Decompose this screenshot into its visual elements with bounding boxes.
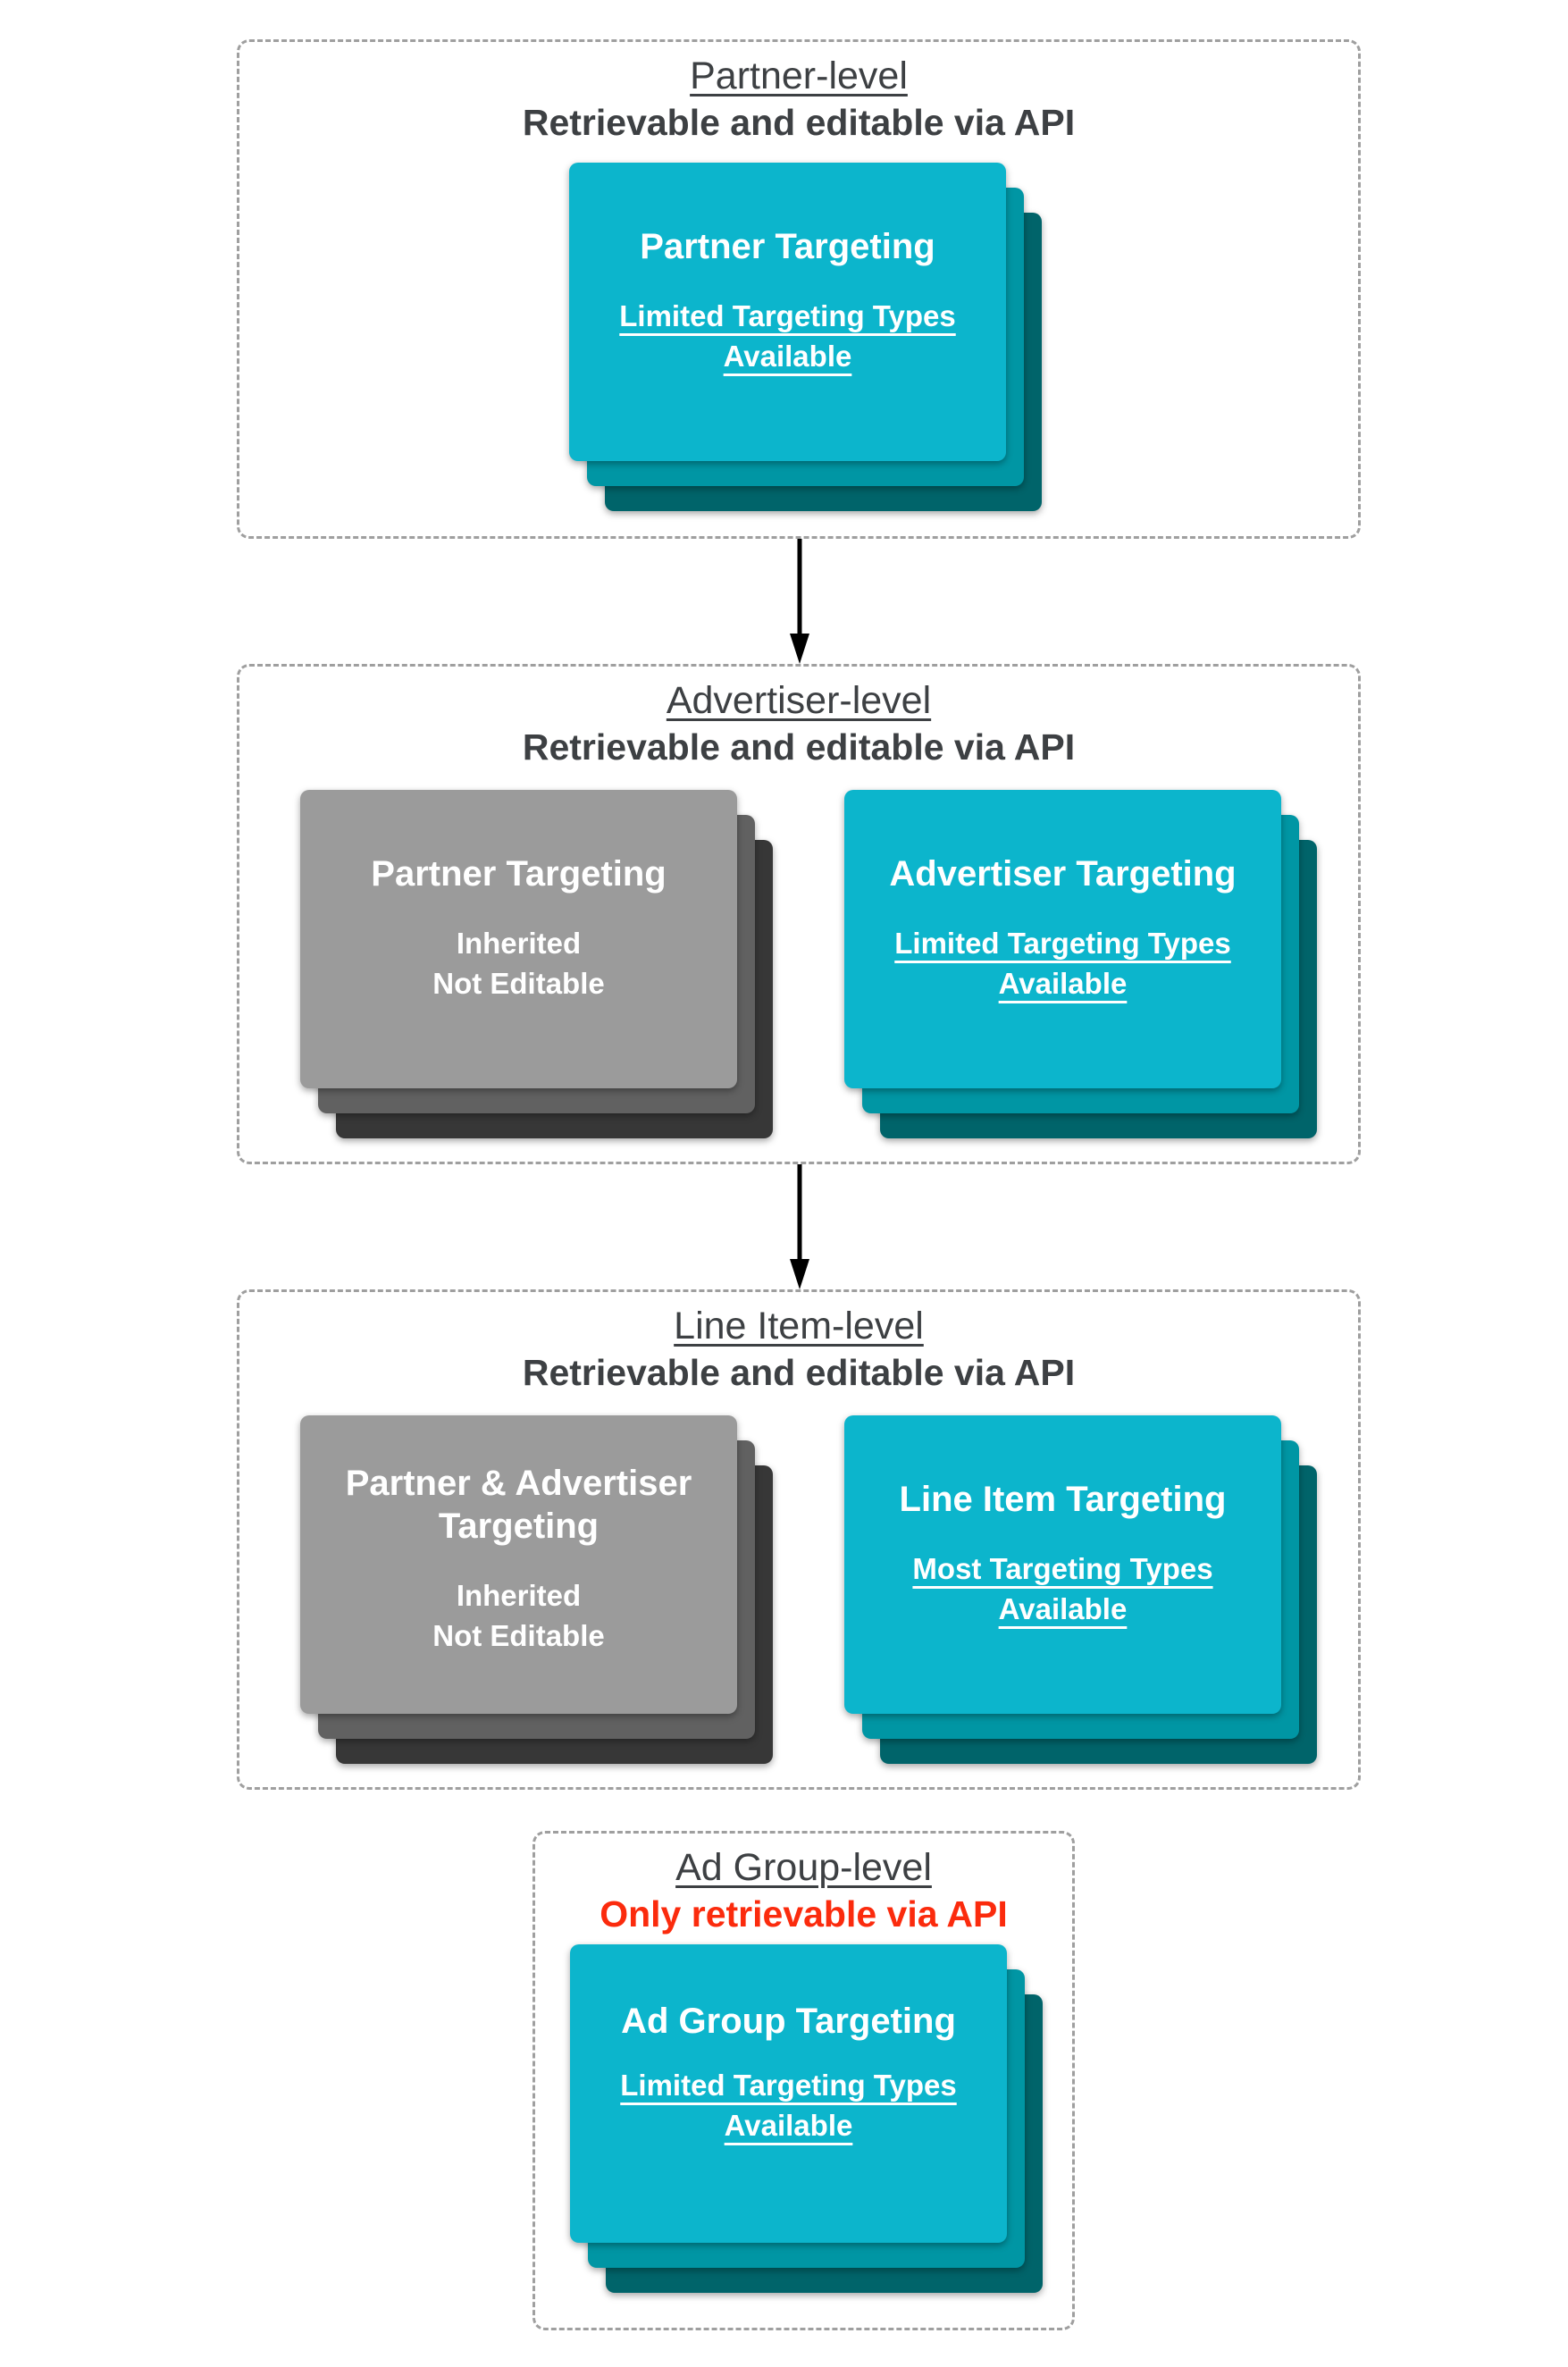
advertiser-targeting-card-stack: Advertiser Targeting Limited Targeting T… [844, 790, 1317, 1138]
card-body: Limited Targeting Types Available [619, 297, 956, 376]
card-title: Partner & Advertiser Targeting [345, 1464, 692, 1546]
card-body-line: Limited Targeting Types [894, 927, 1231, 960]
inherited-partner-targeting-card: Partner Targeting Inherited Not Editable [300, 790, 737, 1088]
card-body: Inherited Not Editable [432, 1576, 605, 1656]
advertiser-level-section: Advertiser-level Retrievable and editabl… [237, 664, 1361, 1164]
card-body-line: Not Editable [432, 1618, 605, 1652]
line-item-targeting-card-stack: Line Item Targeting Most Targeting Types… [844, 1415, 1317, 1764]
partner-targeting-card: Partner Targeting Limited Targeting Type… [569, 163, 1006, 461]
card-body-line: Not Editable [432, 966, 605, 1000]
advertiser-level-subtitle: Retrievable and editable via API [522, 726, 1076, 768]
inherited-partner-targeting-card-stack: Partner Targeting Inherited Not Editable [300, 790, 773, 1138]
card-body-line: Most Targeting Types [912, 1552, 1213, 1585]
card-title: Line Item Targeting [899, 1480, 1227, 1519]
line-item-level-section: Line Item-level Retrievable and editable… [237, 1289, 1361, 1790]
card-body-line: Inherited [456, 927, 582, 960]
ad-group-level-section: Ad Group-level Only retrievable via API … [532, 1831, 1075, 2330]
line-item-targeting-card: Line Item Targeting Most Targeting Types… [844, 1415, 1281, 1714]
card-body-line: Limited Targeting Types [620, 2069, 957, 2102]
card-title: Ad Group Targeting [621, 2002, 956, 2041]
line-item-level-title: Line Item-level [674, 1305, 924, 1347]
ad-group-level-title: Ad Group-level [675, 1846, 932, 1889]
inherited-partner-advertiser-targeting-card: Partner & Advertiser Targeting Inherited… [300, 1415, 737, 1714]
partner-level-title: Partner-level [690, 55, 908, 97]
card-body-line: Available [724, 2108, 853, 2142]
card-body-line: Available [998, 1591, 1128, 1625]
advertiser-level-title: Advertiser-level [666, 679, 932, 722]
card-body-line: Available [998, 966, 1128, 1000]
down-arrow-icon [789, 1164, 810, 1289]
ad-group-level-subtitle: Only retrievable via API [600, 1893, 1008, 1935]
inherited-partner-advertiser-targeting-card-stack: Partner & Advertiser Targeting Inherited… [300, 1415, 773, 1764]
advertiser-targeting-card: Advertiser Targeting Limited Targeting T… [844, 790, 1281, 1088]
partner-level-subtitle: Retrievable and editable via API [522, 101, 1076, 143]
card-body-line: Inherited [456, 1579, 582, 1612]
card-title: Advertiser Targeting [889, 854, 1237, 894]
ad-group-targeting-card: Ad Group Targeting Limited Targeting Typ… [570, 1944, 1007, 2243]
card-body: Limited Targeting Types Available [620, 2066, 957, 2145]
card-body: Limited Targeting Types Available [894, 924, 1231, 1003]
down-arrow-icon [789, 539, 810, 664]
line-item-level-subtitle: Retrievable and editable via API [522, 1351, 1076, 1393]
partner-level-section: Partner-level Retrievable and editable v… [237, 39, 1361, 539]
card-body-line: Limited Targeting Types [619, 299, 956, 332]
ad-group-targeting-card-stack: Ad Group Targeting Limited Targeting Typ… [570, 1944, 1043, 2293]
partner-targeting-card-stack: Partner Targeting Limited Targeting Type… [569, 163, 1042, 511]
card-body: Inherited Not Editable [432, 924, 605, 1003]
card-title: Partner Targeting [371, 854, 667, 894]
card-title: Partner Targeting [640, 227, 935, 266]
card-body-line: Available [723, 339, 852, 373]
card-body: Most Targeting Types Available [912, 1549, 1212, 1629]
